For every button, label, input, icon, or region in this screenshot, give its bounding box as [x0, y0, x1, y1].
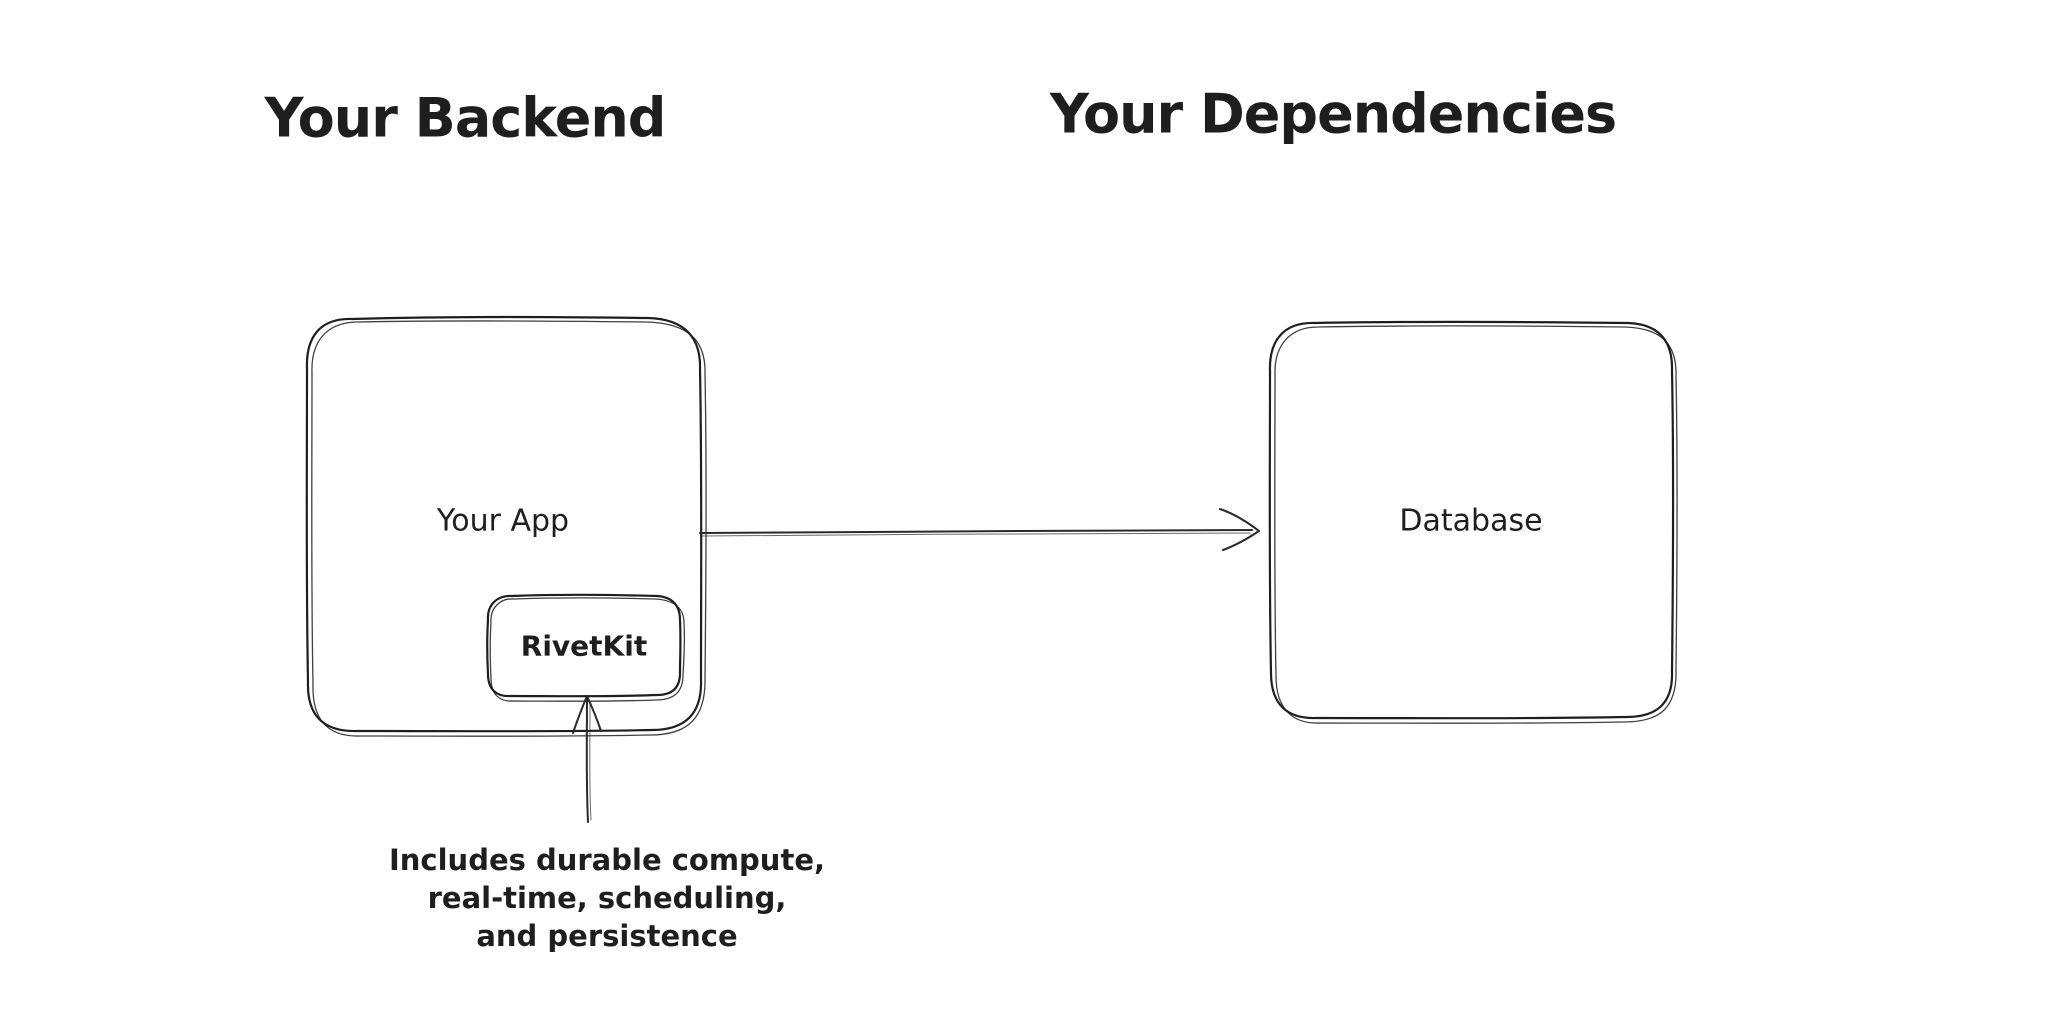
- arrow-app-to-database: [699, 508, 1260, 551]
- arrow-app-to-database-shaft-echo: [701, 532, 1251, 537]
- arrow-app-to-database-head: [1219, 508, 1260, 551]
- rivetkit-label: RivetKit: [520, 629, 648, 663]
- arrow-annotation-to-rivetkit-shaft-echo: [589, 703, 592, 821]
- rivetkit-box-outline-echo: [489, 597, 686, 702]
- your-app-box-outline: [305, 315, 703, 733]
- database-box: [1268, 320, 1678, 724]
- database-label: Database: [1399, 503, 1543, 539]
- arrow-annotation-to-rivetkit-head: [572, 695, 602, 734]
- your-app-box-outline-echo: [311, 320, 707, 737]
- rivetkit-annotation-text: Includes durable compute, real-time, sch…: [388, 843, 826, 953]
- rivetkit-box: [486, 593, 686, 702]
- section-title-your-dependencies: Your Dependencies: [1049, 82, 1617, 146]
- section-title-your-backend: Your Backend: [264, 86, 667, 150]
- arrow-app-to-database-shaft: [699, 529, 1253, 534]
- database-box-outline-echo: [1274, 325, 1678, 724]
- arrow-annotation-to-rivetkit: [572, 695, 602, 823]
- your-app-label: Your App: [436, 503, 570, 539]
- arrow-annotation-to-rivetkit-shaft: [585, 698, 589, 823]
- your-app-box: [305, 315, 707, 737]
- database-box-outline: [1268, 320, 1675, 720]
- rivetkit-box-outline: [486, 593, 682, 698]
